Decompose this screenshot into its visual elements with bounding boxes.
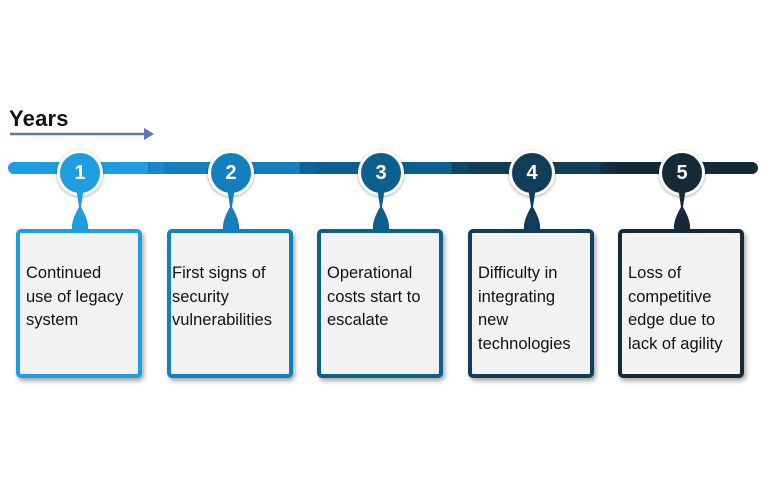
step-text: Continued use of legacy system bbox=[26, 264, 124, 329]
time-arrow-icon bbox=[10, 128, 154, 140]
connector-icon bbox=[523, 187, 541, 229]
step-text: Operational costs start to escalate bbox=[327, 264, 421, 329]
step-4: 4 Difficulty in integrating new technolo… bbox=[462, 0, 604, 498]
connector-icon bbox=[71, 187, 89, 229]
step-text: First signs of security vulnerabilities bbox=[172, 264, 272, 329]
connector-icon bbox=[673, 187, 691, 229]
step-text: Difficulty in integrating new technologi… bbox=[478, 264, 571, 353]
connector-icon bbox=[372, 187, 390, 229]
step-text: Loss of competitive edge due to lack of … bbox=[628, 264, 723, 353]
step-5: 5 Loss of competitive edge due to lack o… bbox=[612, 0, 754, 498]
step-card: Operational costs start to escalate bbox=[317, 229, 443, 378]
step-3: 3 Operational costs start to escalate bbox=[311, 0, 453, 498]
step-card: Difficulty in integrating new technologi… bbox=[468, 229, 594, 378]
step-number-badge: 5 bbox=[659, 150, 705, 196]
step-2: 2 First signs of security vulnerabilitie… bbox=[161, 0, 303, 498]
step-card: First signs of security vulnerabilities bbox=[167, 229, 293, 378]
connector-icon bbox=[222, 187, 240, 229]
step-1: 1 Continued use of legacy system bbox=[10, 0, 152, 498]
years-label: Years bbox=[9, 106, 69, 131]
step-card: Loss of competitive edge due to lack of … bbox=[618, 229, 744, 378]
step-card: Continued use of legacy system bbox=[16, 229, 142, 378]
